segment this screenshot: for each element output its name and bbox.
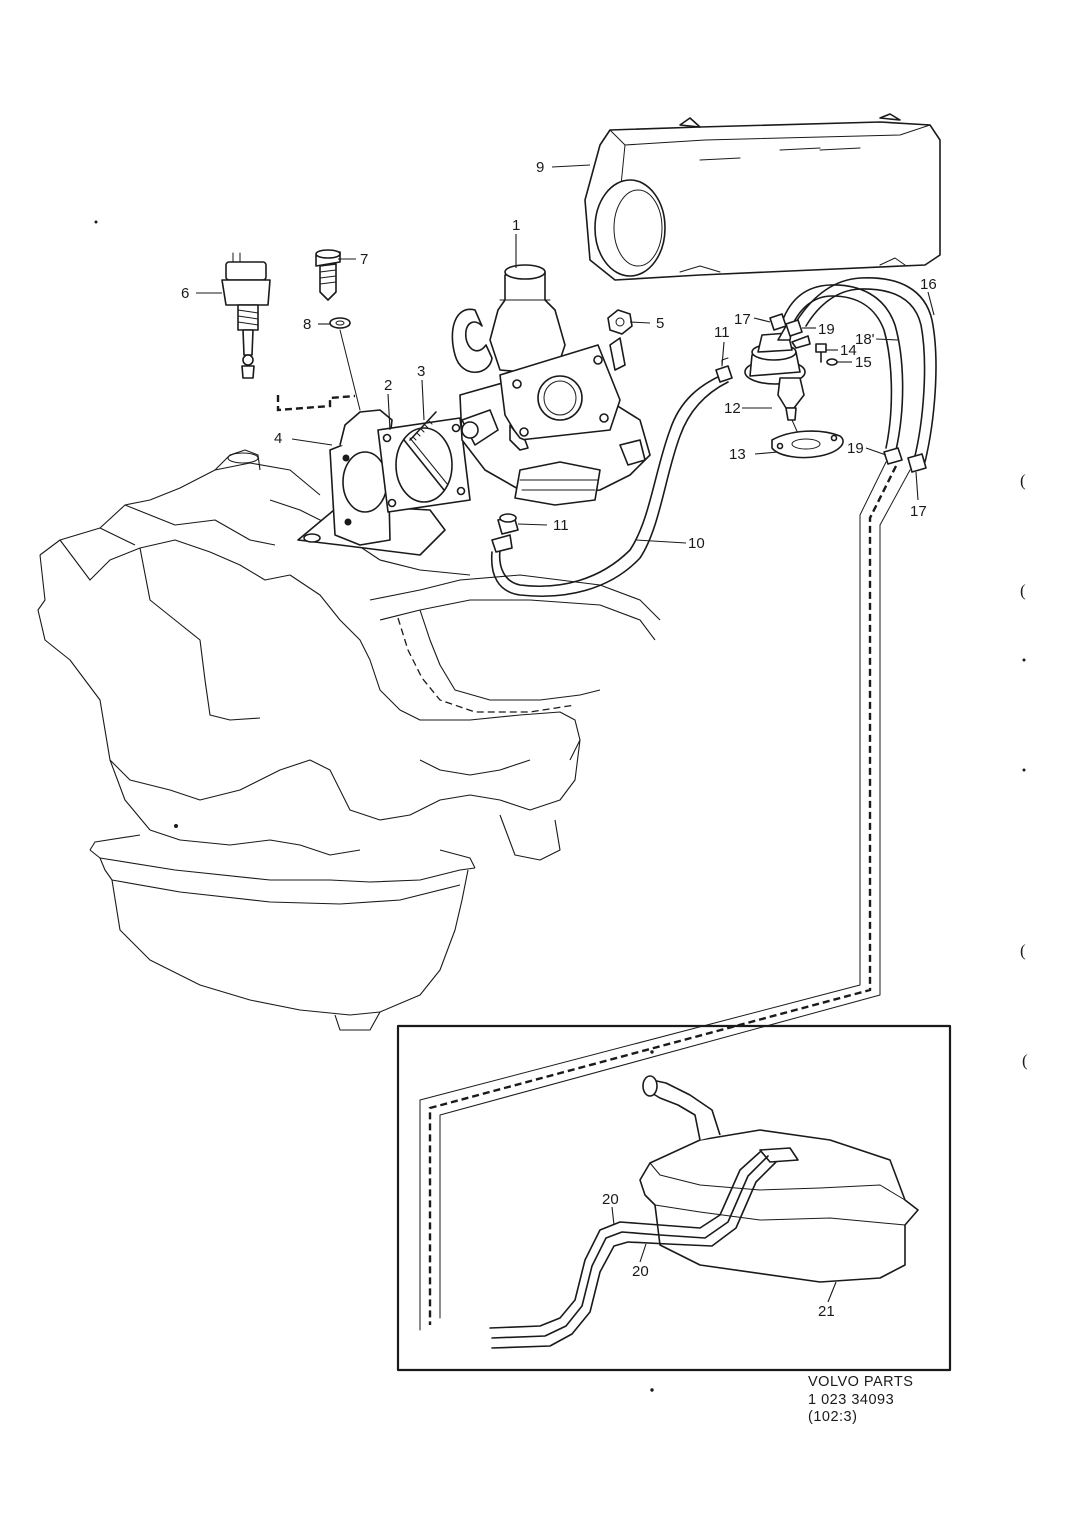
hose-clip-part-17-lower (907, 453, 927, 473)
carburettor-part-1 (451, 264, 651, 506)
engine-block (37, 449, 661, 1031)
margin-mark: ( (1020, 581, 1026, 600)
hose-part-10 (490, 374, 729, 598)
stud-part-3 (409, 411, 437, 441)
callout-20-upper: 20 (602, 1191, 619, 1208)
fuel-hose-part-16 (795, 277, 937, 463)
hose-clip-part-19-upper (785, 319, 803, 337)
reference-line-3: (102:3) (808, 1409, 857, 1425)
callout-11-lower: 11 (553, 517, 569, 534)
fuel-lines-to-tank (419, 461, 911, 1331)
reference-line-1: VOLVO PARTS (808, 1374, 913, 1390)
callout-7: 7 (360, 251, 368, 268)
callout-10: 10 (688, 535, 705, 552)
callout-15: 15 (855, 354, 872, 371)
callout-17-upper: 17 (734, 311, 751, 328)
washer-part-15 (826, 358, 838, 366)
callout-8: 8 (303, 316, 311, 333)
clip-part-11-lower (497, 513, 519, 535)
callout-19-lower: 19 (847, 440, 864, 457)
fuel-pipe-part-20 (489, 1151, 777, 1349)
callout-11-upper: 11 (714, 324, 730, 341)
callout-21: 21 (818, 1303, 835, 1320)
callout-18: 18' (855, 331, 875, 348)
callout-14: 14 (840, 342, 857, 359)
callout-6: 6 (181, 285, 189, 302)
nut-part-5 (607, 309, 633, 335)
callout-4: 4 (274, 430, 282, 447)
clip-part-11-upper (715, 357, 733, 383)
bolt-part-7 (315, 249, 341, 301)
flange-gasket-part-2 (377, 417, 471, 513)
gasket-part-13 (771, 430, 844, 459)
hose-clip-part-19-lower (883, 447, 903, 465)
screw-part-14 (815, 343, 827, 363)
callout-5: 5 (656, 315, 664, 332)
hose-clip-part-17-upper (769, 313, 787, 331)
margin-mark: ( (1020, 471, 1026, 490)
callout-3: 3 (417, 363, 425, 380)
callout-16: 16 (920, 276, 937, 293)
margin-marks: ( ( ( ( (1020, 471, 1028, 1070)
callout-12: 12 (724, 400, 741, 417)
callout-9: 9 (536, 159, 544, 176)
callout-20-lower: 20 (632, 1263, 649, 1280)
margin-mark: ( (1020, 941, 1026, 960)
margin-mark: ( (1022, 1051, 1028, 1070)
air-cleaner-part-9 (584, 113, 941, 281)
fuel-tank-part-21 (639, 1075, 919, 1283)
sensor-part-6 (221, 252, 356, 412)
fuel-hose-part-18 (781, 284, 904, 451)
fuel-pump-part-12 (744, 325, 811, 439)
callout-2: 2 (384, 377, 392, 394)
intake-manifold-part-4 (297, 409, 446, 556)
washer-part-8 (329, 317, 361, 411)
callout-13: 13 (729, 446, 746, 463)
reference-block: VOLVO PARTS 1 023 34093 (102:3) (808, 1374, 913, 1425)
leader-lines (196, 164, 935, 1303)
inset-frame (396, 1024, 952, 1372)
scan-specks (94, 220, 1026, 1392)
callout-17-lower: 17 (910, 503, 927, 520)
callout-1: 1 (512, 217, 520, 234)
reference-line-2: 1 023 34093 (808, 1392, 894, 1408)
callout-19-upper: 19 (818, 321, 835, 338)
callout-labels: 1 2 3 4 5 6 7 8 9 10 11 11 12 13 14 15 1… (181, 159, 937, 1320)
